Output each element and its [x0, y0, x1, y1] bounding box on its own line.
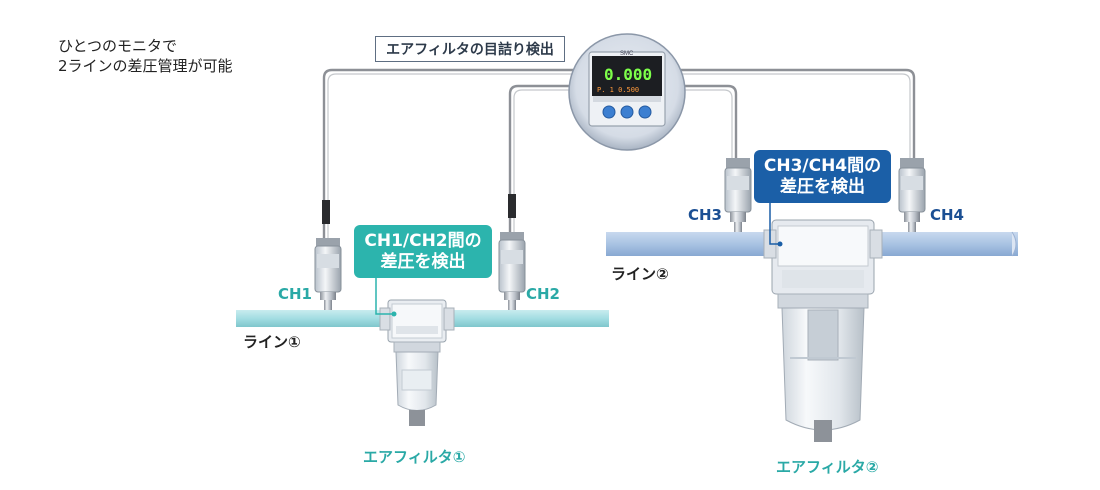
cable-ch1: [322, 68, 585, 238]
monitor-display-sub: P. 1 0.500: [597, 86, 639, 94]
callout-ch3-ch4: CH3/CH4間の 差圧を検出: [754, 150, 891, 203]
callout-ch12-line2: 差圧を検出: [380, 251, 466, 272]
label-ch2: CH2: [526, 285, 560, 303]
down-button-icon: [638, 105, 652, 119]
sensor-ch1: [314, 238, 342, 310]
intro-line-2: 2ラインの差圧管理が可能: [58, 57, 233, 75]
air-filter-1: [379, 299, 455, 426]
callout-ch1-ch2: CH1/CH2間の 差圧を検出: [354, 225, 492, 278]
label-ch1: CH1: [278, 285, 312, 303]
label-ch4: CH4: [930, 206, 964, 224]
cable-ch3: [680, 84, 738, 158]
up-button-icon: [602, 105, 616, 119]
monitor-device: SMC 0.000 P. 1 0.500: [568, 33, 686, 151]
cable-ch2: [508, 84, 585, 232]
air-filter-2: [763, 219, 883, 442]
cables: [322, 68, 916, 238]
cable-ch4: [680, 68, 916, 158]
label-filter-1: エアフィルタ①: [363, 448, 466, 466]
intro-line-1: ひとつのモニタで: [58, 37, 177, 55]
callout-ch34-line1: CH3/CH4間の: [763, 155, 882, 176]
sensor-ch4: [898, 158, 926, 232]
label-line-1: ライン①: [243, 333, 301, 351]
label-ch3: CH3: [688, 206, 722, 224]
callout-ch34-line2: 差圧を検出: [780, 176, 865, 197]
monitor-label: エアフィルタの目詰り検出: [375, 36, 565, 62]
label-filter-2: エアフィルタ②: [776, 458, 879, 476]
intro-text: ひとつのモニタで 2ラインの差圧管理が可能: [58, 36, 233, 76]
sensor-ch2: [498, 232, 526, 310]
callout-ch12-line1: CH1/CH2間の: [364, 230, 482, 251]
label-line-2: ライン②: [611, 265, 669, 283]
sensor-ch3: [724, 158, 752, 232]
monitor-display-main: 0.000: [604, 65, 652, 84]
monitor-brand: SMC: [620, 51, 634, 57]
set-button-icon: [620, 105, 634, 119]
